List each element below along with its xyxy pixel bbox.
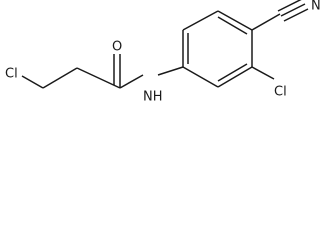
bond-cl-c1	[21, 75, 44, 89]
ring-bond-5-inner	[217, 63, 248, 82]
bond-cn-triple-c	[283, 8, 309, 22]
ring-bond-6	[182, 66, 219, 88]
bond-c2-c3	[76, 67, 121, 89]
ring-bond-5	[217, 66, 253, 88]
atom-label-cl-ring: Cl	[274, 85, 287, 100]
atom-label-nitrogen: N	[311, 0, 321, 14]
bond-n-c4	[157, 66, 184, 76]
bond-c1-c2	[42, 67, 78, 89]
atom-label-nh: NH	[143, 90, 163, 105]
bond-cn-triple-a	[277, 0, 302, 12]
ring-bond-2	[182, 10, 219, 31]
ring-bond-3-inner	[217, 16, 248, 35]
atom-label-cl-left: Cl	[5, 67, 18, 82]
ring-bond-3	[217, 10, 253, 31]
structure-diagram: Cl O NH Cl N	[5, 0, 321, 105]
bond-c3-n	[119, 74, 144, 89]
bond-ring-cn	[251, 13, 281, 31]
bond-ring-cl	[251, 66, 275, 80]
bond-cn-triple-b	[280, 3, 306, 17]
atom-label-oxygen: O	[112, 40, 122, 55]
